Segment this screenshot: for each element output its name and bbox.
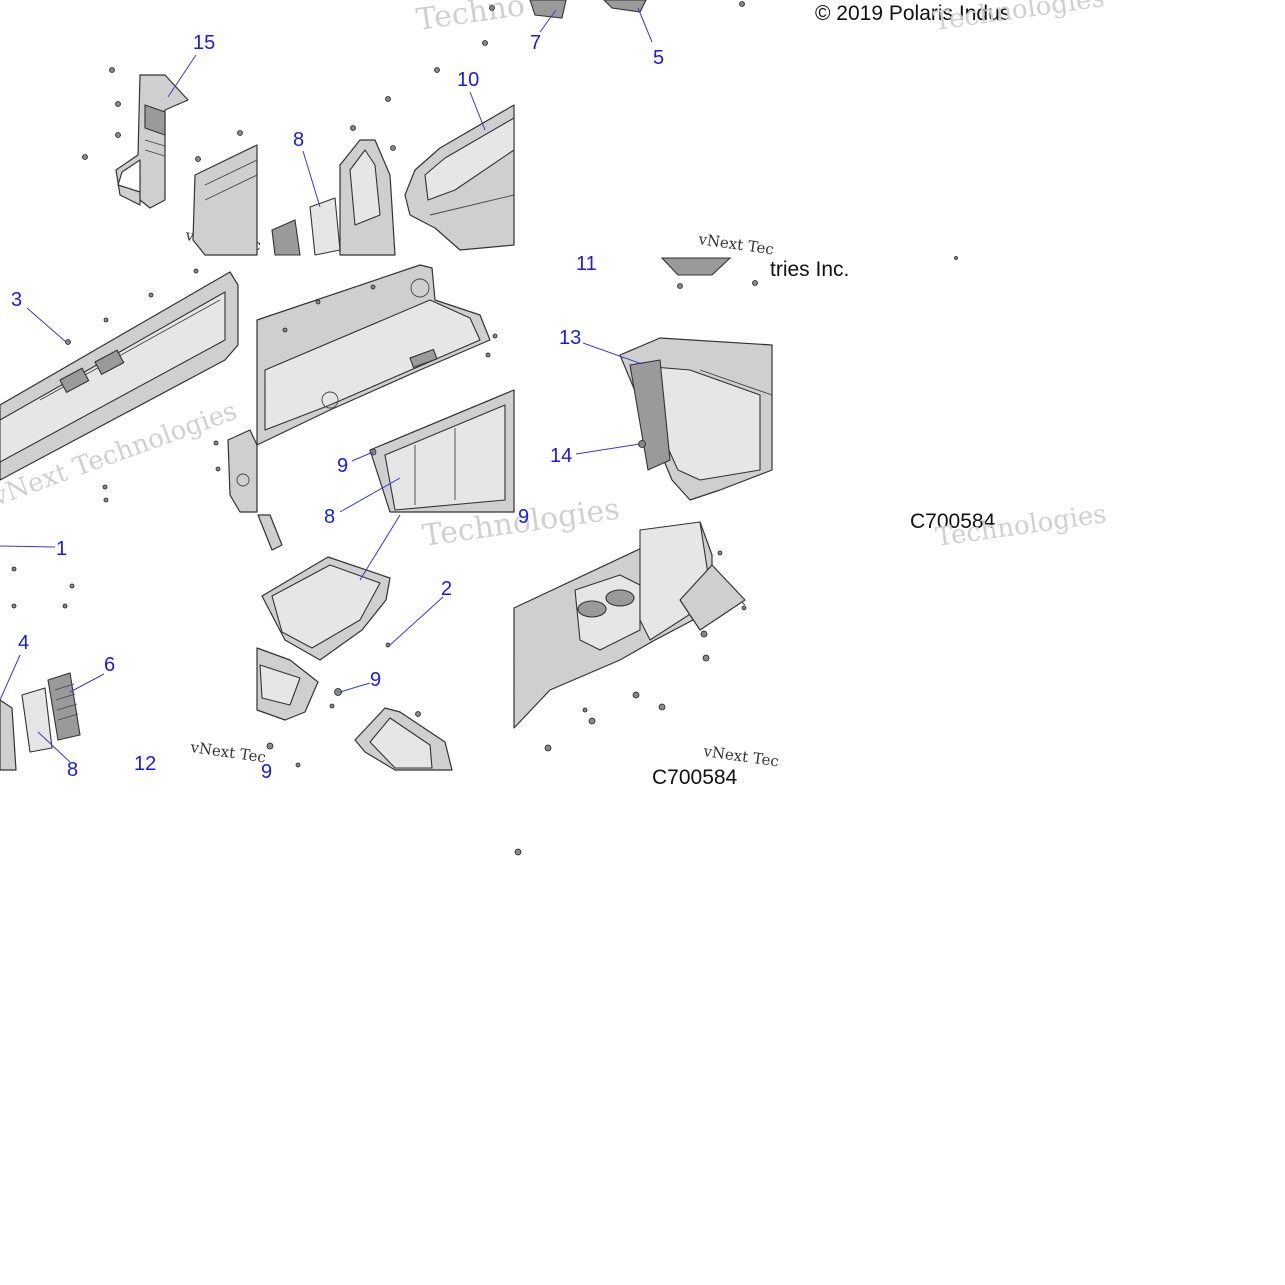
- callout-9-right: 9: [518, 506, 529, 528]
- fasteners-top-middle: [350, 5, 495, 151]
- callout-9-bottom: 9: [370, 669, 381, 691]
- callout-6: 6: [104, 654, 115, 676]
- fastener-top-right: [739, 1, 745, 7]
- callout-4: 4: [18, 632, 29, 654]
- fastener-11c: [954, 256, 958, 260]
- part-5-fragment: [603, 0, 647, 13]
- lower-tray: [256, 647, 319, 721]
- side-panel-mid-left: [227, 429, 258, 513]
- callout-3: 3: [11, 289, 22, 311]
- callout-10: 10: [457, 69, 479, 91]
- cupholder-panel: [513, 521, 746, 729]
- copyright-text: © 2019 Polaris Indus: [815, 2, 1010, 25]
- center-column-part: [339, 139, 396, 256]
- watermark-technologies-topright: Technologies: [932, 0, 1107, 37]
- part-10-rear-panel: [404, 104, 515, 251]
- part-13-large-bin: [619, 337, 773, 501]
- fastener-11b: [752, 280, 758, 286]
- fasteners-mid-left: [65, 268, 221, 503]
- callout-2: 2: [441, 578, 452, 600]
- watermark-technologies-right: Technologies: [934, 499, 1109, 553]
- callout-14: 14: [550, 445, 572, 467]
- callout-12: 12: [134, 753, 156, 775]
- fastener-11a: [677, 283, 683, 289]
- mesh-grille-top: [271, 219, 301, 256]
- fasteners-bottom-left: [11, 566, 75, 609]
- fasteners-top-left: [82, 67, 243, 162]
- callout-7: 7: [530, 32, 541, 54]
- callout-8-bottom: 8: [67, 759, 78, 781]
- part-12-storage-bin: [261, 556, 391, 661]
- callout-13: 13: [559, 327, 581, 349]
- fasteners-center: [282, 284, 498, 456]
- part-4-fragment: [0, 699, 17, 771]
- fasteners-bottom-middle: [266, 642, 421, 768]
- grille-7-fragment: [529, 0, 567, 19]
- callout-9-lower: 9: [261, 761, 272, 783]
- callout-labels: 15 10 8 7 5 3 11 13 14 9 8 9 1 4 6 8 12 …: [11, 32, 664, 783]
- watermark-vnext-3: vNext Tec: [188, 738, 267, 767]
- fasteners-bottom-right: [514, 550, 747, 856]
- part-11-fragment: [660, 257, 732, 276]
- figure-code: C700584: [910, 510, 996, 533]
- callout-8-center: 8: [324, 506, 335, 528]
- part-15-bracket: [115, 74, 189, 209]
- part-9-tray-box: [369, 389, 515, 513]
- part-8-pad-top: [309, 197, 341, 256]
- part-6-grille: [47, 672, 81, 741]
- mount-bracket: [354, 707, 453, 771]
- part-8-pad-bottom: [21, 687, 53, 753]
- leader-lines: [0, 7, 653, 763]
- center-long-panel: [256, 264, 491, 446]
- callout-9-center: 9: [337, 455, 348, 477]
- copyright-tail-text: tries Inc.: [770, 258, 849, 281]
- callout-8-top: 8: [293, 129, 304, 151]
- callout-1: 1: [56, 538, 67, 560]
- part-3-long-panel: [0, 271, 239, 481]
- callout-15: 15: [193, 32, 215, 54]
- watermark-vnext-2: vNext Tec: [696, 230, 775, 259]
- figure-code-partial: C700584: [652, 766, 738, 789]
- callout-11: 11: [576, 253, 597, 275]
- callout-5: 5: [653, 47, 664, 69]
- side-bracket-bottom-left: [257, 514, 283, 551]
- side-panel-top-left: [192, 144, 258, 256]
- watermark-techno-top: Techno: [414, 0, 527, 38]
